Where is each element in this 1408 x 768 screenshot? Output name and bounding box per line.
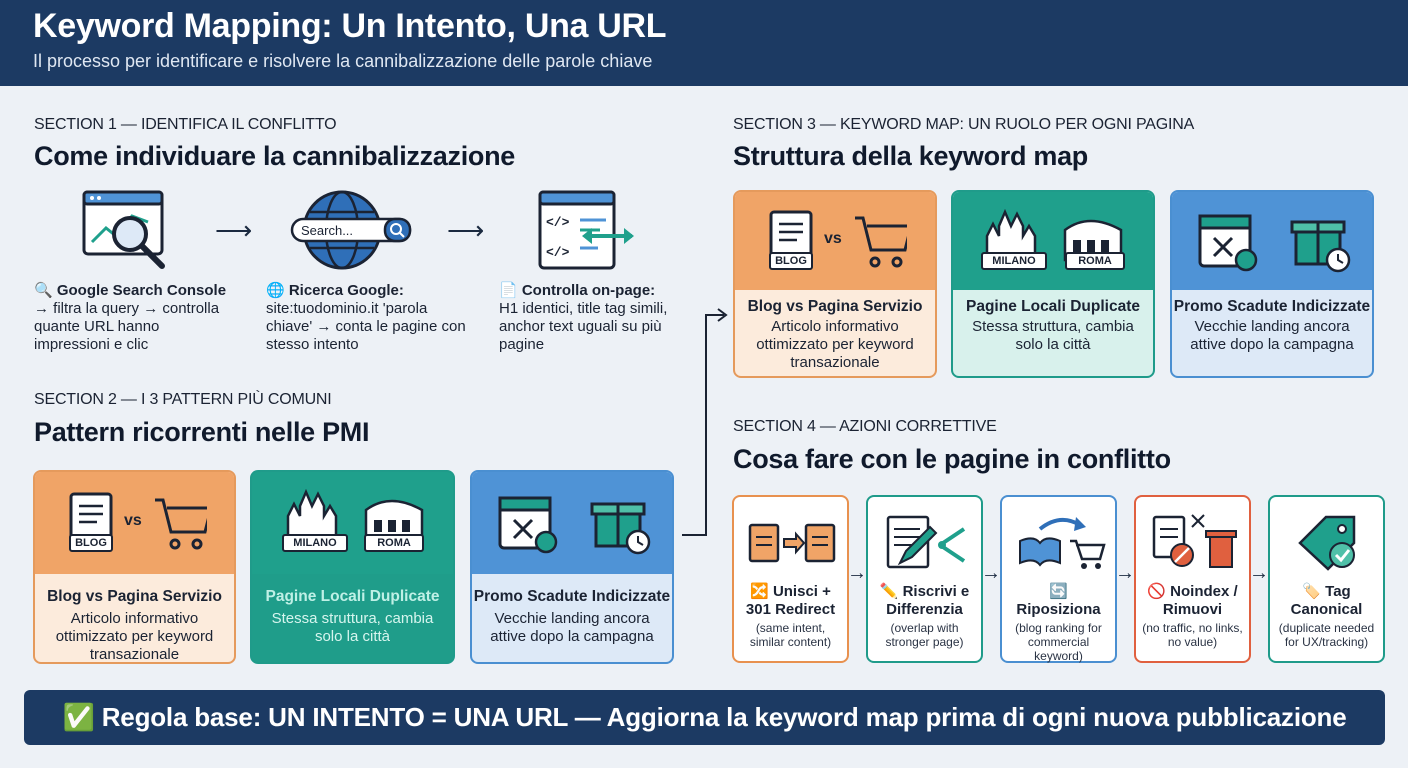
svg-text:</>: </> (546, 215, 570, 230)
calendar-gift-icon (498, 496, 651, 555)
roma-badge: ROMA (1065, 252, 1125, 270)
pattern-card-expired-promos: Promo Scadute Indicizzate Vecchie landin… (470, 470, 674, 664)
vs-label: vs (124, 512, 142, 529)
pattern-card-blog-vs-service: BLOG vs Blog vs Pagina Servizio Articolo… (33, 470, 236, 664)
section4-label: SECTION 4 — AZIONI CORRETTIVE (733, 418, 997, 435)
section3-label: SECTION 3 — KEYWORD MAP: UN RUOLO PER OG… (733, 116, 1195, 133)
action-desc: (duplicate needed for UX/tracking) (1278, 621, 1375, 649)
step3-text: 📄 Controlla on-page:H1 identici, title t… (499, 282, 668, 353)
card-desc: Stessa struttura, cambia solo la città (972, 318, 1134, 353)
action-desc: (overlap with stronger page) (885, 621, 964, 649)
book-cart-icon (1019, 517, 1106, 569)
action-reposition: 🔄 Riposiziona (blog ranking for commerci… (1000, 495, 1117, 663)
action-arrow-3: → (1115, 562, 1135, 584)
section1-heading: Come individuare la cannibalizzazione (34, 141, 516, 171)
card-desc: Vecchie landing ancora attive dopo la ca… (490, 610, 654, 645)
card-desc: Articolo informativo ottimizzato per key… (55, 610, 214, 663)
action-title: 🔄 Riposiziona (1016, 583, 1101, 618)
action-desc: (same intent, similar content) (749, 621, 832, 649)
page-title: Keyword Mapping: Un Intento, Una URL (33, 7, 667, 45)
action-rewrite: ✏️ Riscrivi e Differenzia (overlap with … (866, 495, 983, 663)
roma-badge: ROMA (364, 534, 424, 552)
milano-badge: MILANO (981, 252, 1047, 270)
vs-label: vs (824, 230, 842, 247)
blog-badge: BLOG (69, 534, 113, 552)
section2-label: SECTION 2 — I 3 PATTERN PIÙ COMUNI (34, 391, 332, 408)
calendar-gift-icon (1198, 214, 1351, 273)
code-page-icon: </> </> (538, 190, 634, 270)
section2-heading: Pattern ricorrenti nelle PMI (34, 417, 370, 447)
flow-arrow-2: ⟶ (447, 215, 485, 245)
action-desc: (no traffic, no links, no value) (1142, 621, 1243, 649)
magnifier-chart-icon (82, 190, 165, 269)
pattern-card-local-duplicates: MILANO ROMA Pagine Locali Duplicate Stes… (250, 470, 455, 664)
card-title: Pagine Locali Duplicate (966, 298, 1140, 315)
cathedral-colosseum-icon (985, 208, 1123, 262)
flow-arrow-1: ⟶ (215, 215, 253, 245)
action-title: ✏️ Riscrivi e Differenzia (879, 583, 970, 618)
merge-docs-icon (748, 523, 836, 563)
page-subtitle: Il processo per identificare e risolvere… (33, 51, 653, 71)
action-title: 🚫 Noindex / Rimuovi (1147, 583, 1238, 618)
card-desc: Stessa struttura, cambia solo la città (271, 610, 434, 645)
card-title: Pagine Locali Duplicate (265, 588, 440, 605)
step2-text: 🌐 Ricerca Google:site:tuodominio.it 'par… (266, 282, 466, 353)
step1-text: 🔍 Google Search Console→ filtra la query… (34, 282, 227, 353)
action-desc: (blog ranking for commercial keyword) (1015, 621, 1102, 663)
tag-check-icon (1298, 515, 1356, 571)
map-card-blog-vs-service: BLOG vs Blog vs Pagina Servizio Articolo… (733, 190, 937, 378)
action-title: 🏷️ Tag Canonical (1290, 583, 1363, 618)
action-arrow-2: → (981, 562, 1001, 584)
action-canonical: 🏷️ Tag Canonical (duplicate needed for U… (1268, 495, 1385, 663)
card-desc: Articolo informativo ottimizzato per key… (756, 318, 914, 371)
card-desc: Vecchie landing ancora attive dopo la ca… (1190, 318, 1354, 353)
cathedral-colosseum-icon (286, 488, 424, 542)
footer-rule-banner: ✅ Regola base: UN INTENTO = UNA URL — Ag… (24, 690, 1385, 745)
card-title: Promo Scadute Indicizzate (1173, 298, 1371, 315)
map-card-expired-promos: Promo Scadute Indicizzate Vecchie landin… (1170, 190, 1374, 378)
section3-heading: Struttura della keyword map (733, 141, 1088, 171)
svg-text:</>: </> (546, 245, 570, 260)
doc-trash-icon (1152, 514, 1237, 568)
blog-badge: BLOG (769, 252, 813, 270)
action-arrow-1: → (847, 562, 867, 584)
connector-arrow (682, 308, 728, 536)
pencil-doc-icon (886, 515, 966, 569)
header-banner: Keyword Mapping: Un Intento, Una URL Il … (0, 0, 1408, 86)
action-merge-redirect: 🔀 Unisci + 301 Redirect (same intent, si… (732, 495, 849, 663)
action-arrow-4: → (1249, 562, 1269, 584)
card-title: Promo Scadute Indicizzate (473, 588, 671, 605)
map-card-local-duplicates: MILANO ROMA Pagine Locali Duplicate Stes… (951, 190, 1155, 378)
section4-heading: Cosa fare con le pagine in conflitto (733, 444, 1171, 474)
search-bar-placeholder: Search... (301, 223, 354, 238)
action-noindex: 🚫 Noindex / Rimuovi (no traffic, no link… (1134, 495, 1251, 663)
section1-label: SECTION 1 — IDENTIFICA IL CONFLITTO (34, 116, 337, 133)
milano-badge: MILANO (282, 534, 348, 552)
globe-search-icon (290, 190, 412, 270)
card-title: Blog vs Pagina Servizio (747, 298, 923, 315)
action-title: 🔀 Unisci + 301 Redirect (745, 583, 836, 618)
card-title: Blog vs Pagina Servizio (47, 588, 222, 605)
